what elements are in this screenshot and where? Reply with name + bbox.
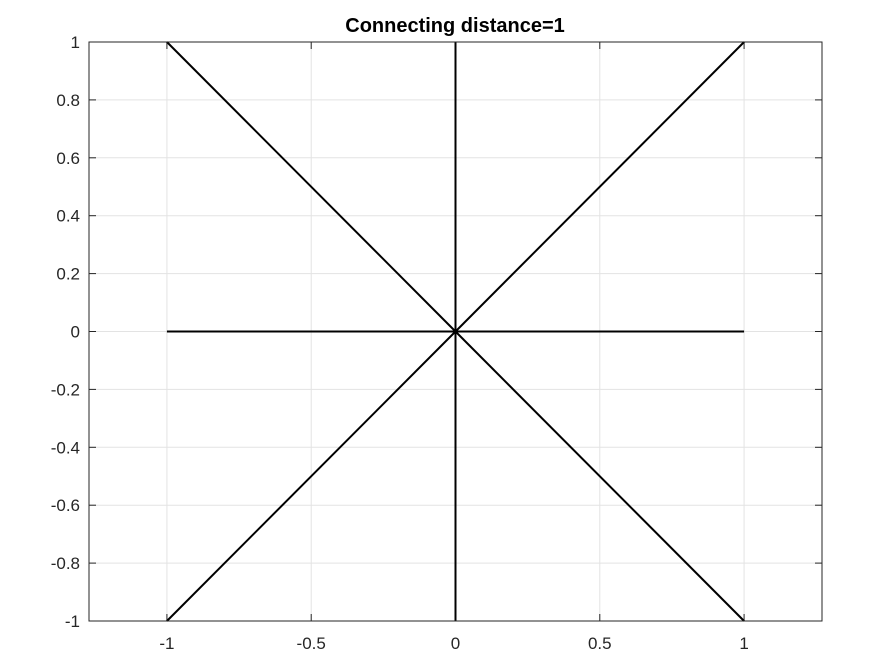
y-tick-label: 1	[71, 33, 80, 52]
x-tick-label: 0.5	[588, 634, 612, 653]
connection-line	[454, 330, 745, 622]
x-tick-label: -1	[159, 634, 174, 653]
y-tick-label: -0.2	[51, 380, 80, 399]
y-tick-label: -0.4	[51, 438, 80, 457]
y-tick-label: -1	[65, 612, 80, 631]
y-tick-label: 0.2	[56, 265, 80, 284]
axes-box	[88, 41, 823, 622]
x-tick-label: 1	[739, 634, 748, 653]
connection-line	[166, 330, 457, 622]
x-tick-labels: -1 -0.5 0 0.5 1	[159, 634, 748, 653]
chart-title: Connecting distance=1	[345, 15, 565, 37]
connection-line	[166, 41, 457, 333]
y-tick-label: 0	[71, 323, 80, 342]
x-tick-label: -0.5	[297, 634, 326, 653]
y-tick-label: -0.8	[51, 554, 80, 573]
y-tick-label: 0.6	[56, 149, 80, 168]
y-tick-labels: -1 -0.8 -0.6 -0.4 -0.2 0 0.2 0.4 0.6 0.8 1	[51, 33, 80, 631]
x-tick-label: 0	[451, 634, 460, 653]
y-tick-label: -0.6	[51, 496, 80, 515]
y-tick-label: 0.8	[56, 91, 80, 110]
y-tick-label: 0.4	[56, 207, 80, 226]
line-series	[166, 41, 745, 622]
connection-line	[454, 41, 745, 333]
